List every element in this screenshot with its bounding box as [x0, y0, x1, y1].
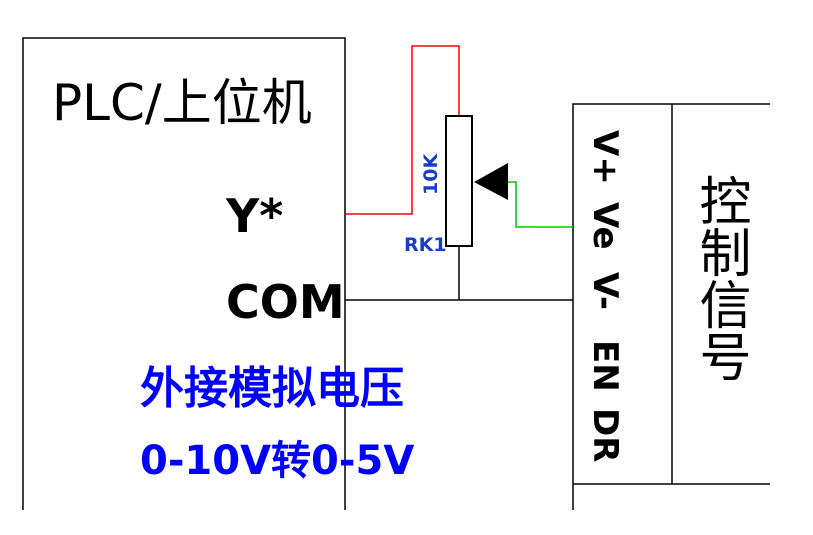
plc-title: PLC/上位机: [52, 74, 312, 132]
pot-ref-label: RK1: [404, 234, 447, 256]
com-terminal-label: COM: [226, 275, 345, 329]
wire-red: [345, 45, 460, 215]
terminal-v-plus: V+: [585, 130, 625, 185]
terminal-en: EN: [585, 340, 625, 392]
wiper-arrow-icon: [474, 163, 508, 200]
control-signal-label: 控制信号: [690, 174, 750, 382]
terminal-dr: DR: [585, 408, 625, 462]
terminal-ve: Ve: [585, 202, 625, 250]
pot-value-label: 10K: [420, 153, 442, 195]
potentiometer-body: [445, 115, 473, 247]
wire-green: [508, 181, 573, 228]
note-line2: 0-10V转0-5V: [140, 438, 414, 484]
y-terminal-label: Y*: [225, 189, 283, 243]
plc-box: [22, 37, 346, 510]
note-line1: 外接模拟电压: [140, 363, 404, 414]
terminal-v-minus: V-: [585, 272, 625, 310]
